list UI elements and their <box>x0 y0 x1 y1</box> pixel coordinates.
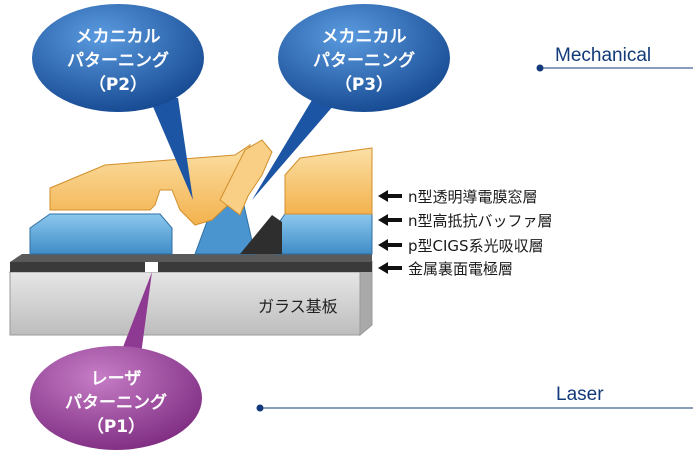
layer-label-window: n型透明導電膜窓層 <box>378 188 538 206</box>
svg-text:p型CIGS系光吸収層: p型CIGS系光吸収層 <box>408 237 544 255</box>
layer-labels: n型透明導電膜窓層 n型高抵抗バッファ層 p型CIGS系光吸収層 金属裏面電極層 <box>378 188 553 278</box>
svg-text:パターニング: パターニング <box>313 50 415 71</box>
svg-text:メカニカル: メカニカル <box>76 27 161 47</box>
bubble-p3: メカニカル パターニング （P3） <box>252 4 450 200</box>
metal-electrode-layer <box>10 254 372 272</box>
svg-text:メカニカル: メカニカル <box>322 27 407 47</box>
layer-label-metal: 金属裏面電極層 <box>378 260 513 278</box>
mechanical-label-group: Mechanical <box>536 45 693 72</box>
svg-text:レーザ: レーザ <box>91 369 142 389</box>
window-layer <box>49 139 373 226</box>
svg-text:金属裏面電極層: 金属裏面電極層 <box>408 260 513 278</box>
substrate-label: ガラス基板 <box>258 297 338 316</box>
bubble-p2: メカニカル パターニング （P2） <box>32 4 204 200</box>
svg-text:（P1）: （P1） <box>87 416 145 437</box>
svg-text:パターニング: パターニング <box>67 50 169 71</box>
bubble-p1: レーザ パターニング （P1） <box>30 272 202 450</box>
svg-text:パターニング: パターニング <box>65 392 167 413</box>
layer-label-buffer: n型高抵抗バッファ層 <box>378 212 553 230</box>
svg-text:（P2）: （P2） <box>89 74 147 95</box>
svg-text:（P3）: （P3） <box>335 74 393 95</box>
mechanical-label: Mechanical <box>555 45 651 66</box>
layer-label-absorber: p型CIGS系光吸収層 <box>378 237 544 255</box>
glass-substrate: ガラス基板 <box>8 260 374 337</box>
svg-text:n型透明導電膜窓層: n型透明導電膜窓層 <box>408 188 538 206</box>
laser-label-group: Laser <box>256 384 693 412</box>
svg-text:n型高抵抗バッファ層: n型高抵抗バッファ層 <box>408 212 553 230</box>
laser-label: Laser <box>556 384 604 405</box>
